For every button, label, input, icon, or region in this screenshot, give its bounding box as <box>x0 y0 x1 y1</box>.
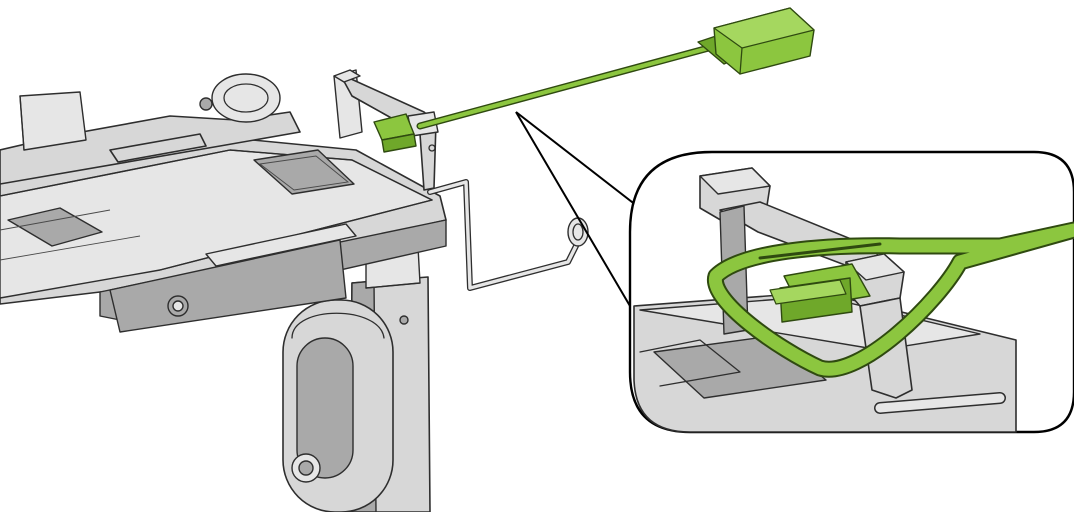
cable-anchor <box>373 113 417 153</box>
clamp-icon <box>333 69 439 191</box>
cable-plug-icon <box>697 7 815 75</box>
main-assembly <box>0 7 815 512</box>
back-rail <box>0 73 301 185</box>
rod-arm <box>427 179 589 291</box>
zoom-callout-icon <box>515 111 1074 434</box>
detail-view <box>633 167 1074 433</box>
table-plate <box>0 137 447 333</box>
handle-grip-icon <box>282 299 394 512</box>
cable-icon <box>416 42 720 130</box>
